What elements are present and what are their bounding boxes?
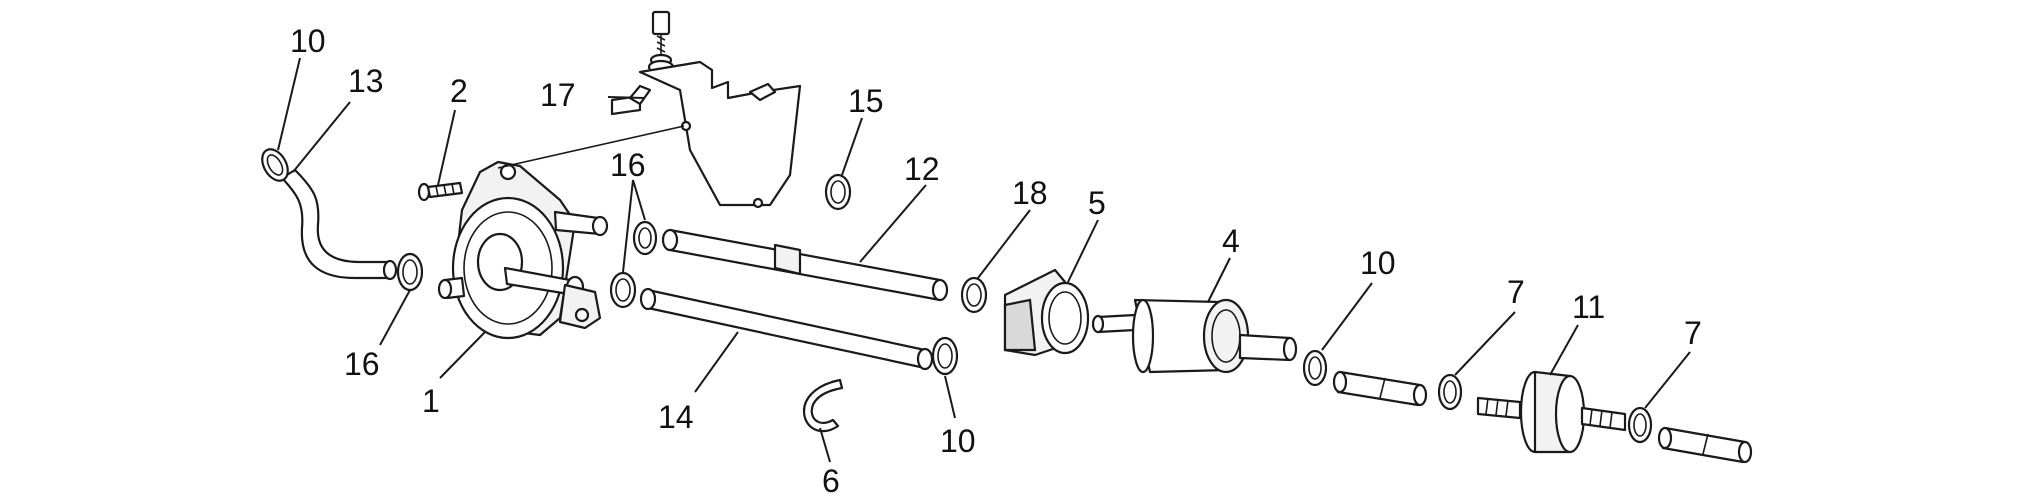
callout-13: 13 — [348, 63, 384, 99]
hose-clamp-18 — [960, 276, 988, 314]
callout-labels: 10 13 2 17 15 16 12 18 5 4 10 7 11 7 16 … — [290, 23, 1702, 499]
callout-4: 4 — [1222, 223, 1240, 259]
hose-clamp-10-lower — [931, 336, 959, 376]
fuel-filter-4 — [1091, 298, 1298, 374]
callout-15: 15 — [848, 83, 884, 119]
leader-lines — [277, 57, 1691, 463]
hose-segment-middle — [1332, 370, 1428, 407]
callout-11: 11 — [1572, 289, 1605, 325]
callout-17: 17 — [540, 77, 576, 113]
callout-14: 14 — [658, 399, 694, 435]
inline-filter-11 — [1476, 370, 1627, 454]
fuel-tube-12 — [661, 228, 949, 302]
callout-16-left: 16 — [344, 346, 380, 382]
screw-2 — [417, 181, 464, 202]
hose-clamp-16-lower — [609, 271, 637, 309]
hose-clamp-7-left — [1437, 373, 1463, 411]
callout-1: 1 — [422, 383, 440, 419]
spring-clip-6 — [802, 378, 844, 433]
hose-segment-right — [1657, 426, 1753, 464]
callout-7-right: 7 — [1684, 315, 1702, 351]
callout-10-top-left: 10 — [290, 23, 326, 59]
hose-clamp-16-left — [396, 252, 424, 292]
hose-clamp-15 — [824, 173, 852, 211]
filter-cup-5 — [1003, 268, 1090, 357]
callout-6: 6 — [822, 463, 840, 499]
callout-12: 12 — [904, 151, 940, 187]
bracket-17 — [610, 10, 802, 209]
hose-clamp-10-right — [1302, 349, 1328, 387]
hose-clamp-10-left — [261, 148, 289, 182]
callout-10-right: 10 — [1360, 245, 1396, 281]
fuel-tube-14 — [639, 287, 934, 371]
hose-13 — [280, 168, 398, 281]
hose-clamp-16-upper — [632, 220, 658, 256]
hose-clamp-7-right — [1627, 406, 1653, 444]
callout-10-bottom: 10 — [940, 423, 976, 459]
callout-2: 2 — [450, 73, 468, 109]
callout-5: 5 — [1088, 185, 1106, 221]
callout-7-left: 7 — [1507, 274, 1525, 310]
pump-housing-1 — [437, 160, 609, 340]
callout-18: 18 — [1012, 175, 1048, 211]
callout-16-middle: 16 — [610, 147, 646, 183]
